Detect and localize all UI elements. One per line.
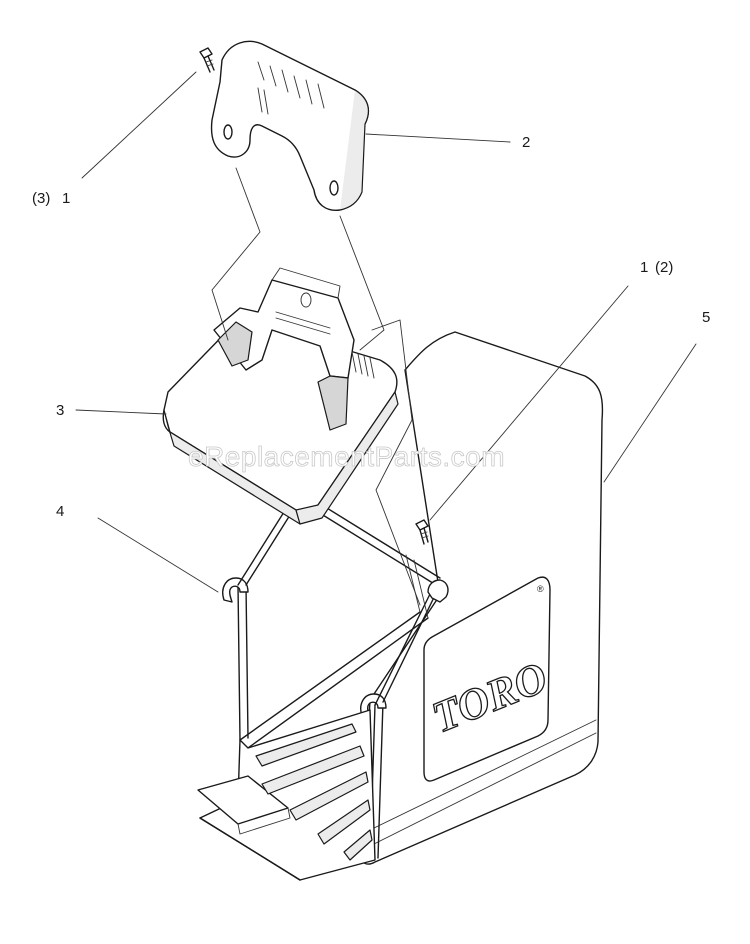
bag-bottom bbox=[197, 709, 376, 881]
grass-bag: TORO ® bbox=[361, 331, 604, 865]
cover-screw-hole-right bbox=[329, 180, 339, 196]
leader-lines bbox=[75, 71, 697, 593]
callout-part-4: 4 bbox=[56, 503, 64, 520]
callout-number: 1 bbox=[62, 190, 70, 207]
callout-number: 1 bbox=[640, 259, 648, 276]
callout-part-1-right: 1 (2) bbox=[640, 259, 673, 276]
callout-part-5: 5 bbox=[702, 309, 710, 326]
screw-right bbox=[415, 519, 429, 545]
callout-qty: (3) bbox=[32, 190, 50, 207]
bottom-slats bbox=[255, 723, 373, 861]
registered-mark: ® bbox=[537, 584, 544, 594]
screw-top bbox=[199, 47, 215, 73]
frame-hook-left bbox=[222, 577, 249, 603]
assembly-lines bbox=[211, 167, 421, 606]
callout-part-2: 2 bbox=[522, 134, 530, 151]
cover-screw-hole-left bbox=[223, 124, 233, 140]
callout-part-1-top: (3) 1 bbox=[32, 190, 70, 207]
callout-qty: (2) bbox=[655, 259, 673, 276]
frame-corner bbox=[427, 579, 449, 603]
watermark: eReplacementParts.com bbox=[188, 441, 505, 472]
callout-part-3: 3 bbox=[56, 402, 64, 419]
handle-cover bbox=[210, 40, 370, 211]
bag-lid bbox=[162, 267, 399, 525]
